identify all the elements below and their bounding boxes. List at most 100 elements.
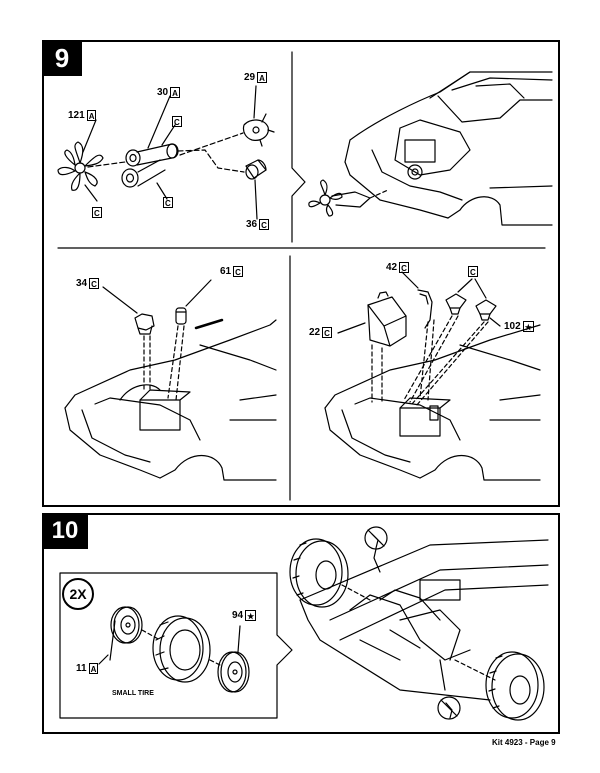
- part-cap-left: [445, 293, 467, 315]
- leader-line: [253, 85, 257, 119]
- label-part-61: 61 C: [220, 266, 243, 277]
- sprue-code: C: [172, 116, 182, 127]
- chassis-illustration: [299, 539, 549, 701]
- sprue-code: A: [88, 663, 99, 674]
- fan-assembly-step9: [308, 179, 389, 217]
- leader-line: [489, 317, 501, 327]
- leader-line: [254, 179, 258, 220]
- small-tire: [152, 615, 211, 683]
- car-front-illustration-step9-right: [324, 324, 541, 481]
- dashed-guide: [179, 132, 244, 156]
- part-number: 22: [309, 327, 321, 338]
- tire-front-left: [289, 538, 349, 608]
- leader-line: [337, 322, 366, 334]
- label-part-36: 36 C: [246, 219, 269, 230]
- label-part-94: 94 ★: [232, 610, 257, 621]
- dashed-guide: [167, 325, 185, 401]
- part-number: 42: [386, 262, 398, 273]
- part-number: 29: [244, 72, 256, 83]
- sprue-code: C: [233, 266, 243, 277]
- part-number: 121: [68, 110, 85, 121]
- sprue-code: A: [86, 110, 97, 121]
- step-10-frame: [42, 513, 560, 734]
- sprue-code: C: [89, 278, 99, 289]
- dashed-guide: [87, 161, 126, 168]
- label-part-30: 30 A: [157, 87, 180, 98]
- label-part-22: 22 C: [309, 327, 332, 338]
- step-number-9: 9: [42, 40, 82, 76]
- label-part-102: 102 ★: [504, 321, 534, 332]
- wheel-hub-part-11: [110, 606, 143, 644]
- fan-part-121: [57, 141, 104, 191]
- leader-line: [156, 182, 168, 200]
- sprue-code: C: [322, 327, 332, 338]
- sprue-code: C: [92, 207, 102, 218]
- part-61: [175, 307, 187, 325]
- dashed-guide: [177, 149, 245, 173]
- part-22-battery: [367, 291, 407, 347]
- dashed-guide: [419, 319, 435, 401]
- sprue-code: C: [259, 219, 269, 230]
- page-footer: Kit 4923 - Page 9: [492, 738, 556, 747]
- part-number: 94: [232, 610, 244, 621]
- dashed-guide: [411, 321, 489, 407]
- label-part-11: 11 A: [76, 663, 99, 674]
- label-sprue-c-belt: C: [172, 116, 182, 127]
- car-front-illustration-step9-top: [344, 71, 553, 226]
- leader-line: [147, 95, 171, 149]
- divider-vertical-top: [291, 51, 306, 243]
- leader-line: [237, 625, 241, 653]
- dashed-guide: [454, 659, 496, 681]
- no-glue-icon-top: [364, 526, 388, 573]
- part-number: 11: [76, 663, 87, 674]
- multiplier-text: 2X: [69, 586, 87, 602]
- part-cap-right: [475, 299, 497, 321]
- no-glue-icon-bottom: [437, 659, 461, 720]
- part-number: 34: [76, 278, 88, 289]
- sprue-code: A: [257, 72, 267, 83]
- sprue-code: ★: [245, 610, 257, 621]
- sprue-code: C: [163, 197, 173, 208]
- dashed-guide: [141, 629, 223, 667]
- leader-line: [185, 279, 212, 307]
- leader-line: [84, 184, 98, 202]
- leader-line: [401, 271, 419, 289]
- label-part-42: 42 C: [386, 262, 409, 273]
- leader-line: [161, 124, 176, 146]
- part-42: [417, 289, 433, 329]
- part-36: [245, 159, 267, 180]
- sprue-code: A: [170, 87, 180, 98]
- part-34: [134, 313, 155, 335]
- pulley-part-30: [121, 143, 179, 188]
- label-part-34: 34 C: [76, 278, 99, 289]
- label-sprue-c-caps: C: [468, 266, 478, 277]
- multiplier-badge: 2X: [62, 578, 94, 610]
- leader-line: [82, 119, 97, 153]
- sprue-code: ★: [522, 321, 534, 332]
- part-29: [242, 113, 275, 147]
- part-number: 61: [220, 266, 232, 277]
- car-front-illustration-step9-left: [64, 318, 277, 481]
- leader-line: [102, 286, 138, 314]
- label-part-121: 121 A: [68, 110, 97, 121]
- tire-rear-right: [485, 651, 545, 721]
- dashed-guide: [371, 344, 383, 405]
- sprue-code: C: [399, 262, 409, 273]
- label-part-29: 29 A: [244, 72, 267, 83]
- part-number: 102: [504, 321, 521, 332]
- sprue-code: C: [468, 266, 478, 277]
- dashed-guide: [403, 315, 459, 403]
- step-number-10: 10: [42, 513, 88, 549]
- part-number: 36: [246, 219, 258, 230]
- leader-line: [98, 620, 116, 665]
- dashed-guide: [341, 584, 371, 601]
- step-9-frame: [42, 40, 560, 507]
- dashed-guide: [143, 335, 151, 393]
- label-sprue-c-pulley: C: [163, 197, 173, 208]
- small-tire-label: SMALL TIRE: [112, 690, 154, 697]
- wheel-part-94: [217, 651, 250, 693]
- leader-line: [457, 278, 487, 299]
- part-number: 30: [157, 87, 169, 98]
- step-10-inset-frame: [59, 572, 293, 719]
